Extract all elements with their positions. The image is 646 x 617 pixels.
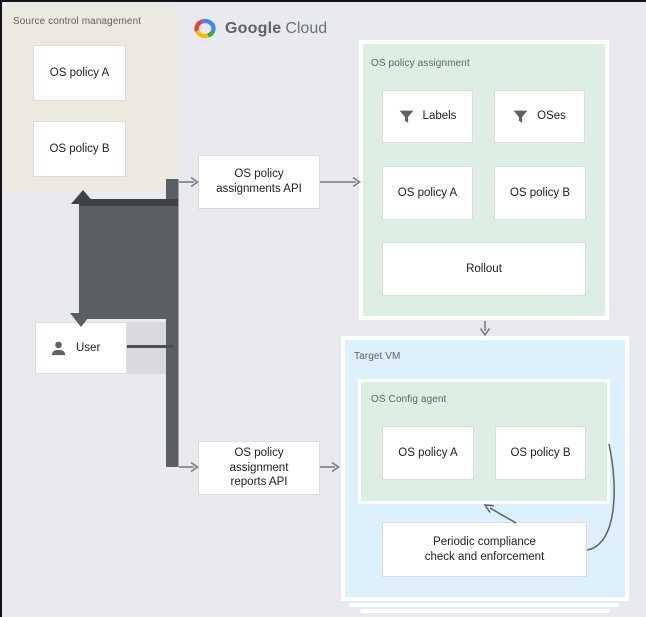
filter-icon (399, 110, 414, 124)
source-os-policy-a-box: OS policy A (33, 45, 126, 101)
user-box: User (35, 322, 127, 374)
google-cloud-icon (192, 17, 218, 40)
labels-filter-box: Labels (382, 90, 473, 143)
reports-api-label: OS policy assignment reports API (229, 446, 289, 489)
assignments-api-box: OS policy assignments API (198, 155, 320, 209)
agent-os-policy-a-label: OS policy A (398, 446, 458, 459)
source-control-label: Source control management (13, 16, 142, 27)
assignment-os-policy-b-label: OS policy B (509, 186, 571, 199)
assignment-os-policy-b-box: OS policy B (494, 166, 586, 220)
source-os-policy-b-box: OS policy B (33, 121, 126, 177)
up-arrowhead (71, 190, 95, 204)
oses-filter-box: OSes (494, 90, 585, 143)
user-label: User (76, 341, 101, 354)
reports-api-box: OS policy assignment reports API (198, 441, 320, 495)
logo-cloud-text: Cloud (285, 19, 328, 37)
oses-filter-label: OSes (537, 110, 566, 123)
logo-google-text: Google (225, 19, 282, 37)
os-config-agent-label: OS Config agent (371, 394, 447, 405)
filter-icon (513, 110, 528, 124)
rollout-label: Rollout (466, 262, 502, 275)
user-icon (49, 339, 68, 358)
assignment-os-policy-a-box: OS policy A (382, 166, 473, 220)
agent-os-policy-a-box: OS policy A (382, 426, 474, 480)
assignments-api-label: OS policy assignments API (216, 168, 302, 195)
rollout-box: Rollout (382, 242, 586, 296)
target-vm-label: Target VM (354, 351, 401, 362)
stacked-vm-bar (349, 603, 619, 607)
assignment-os-policy-a-label: OS policy A (397, 186, 458, 199)
periodic-compliance-label: Periodic compliance check and enforcemen… (424, 535, 545, 563)
os-policy-assignment-label: OS policy assignment (371, 58, 470, 69)
agent-os-policy-b-box: OS policy B (495, 426, 586, 480)
source-os-policy-b-label: OS policy B (49, 142, 110, 155)
stacked-vm-bar (360, 609, 610, 613)
user-connector-block (126, 322, 167, 374)
source-os-policy-a-label: OS policy A (49, 66, 110, 79)
labels-filter-label: Labels (422, 110, 457, 123)
agent-os-policy-b-label: OS policy B (510, 446, 571, 459)
periodic-compliance-box: Periodic compliance check and enforcemen… (382, 522, 587, 577)
